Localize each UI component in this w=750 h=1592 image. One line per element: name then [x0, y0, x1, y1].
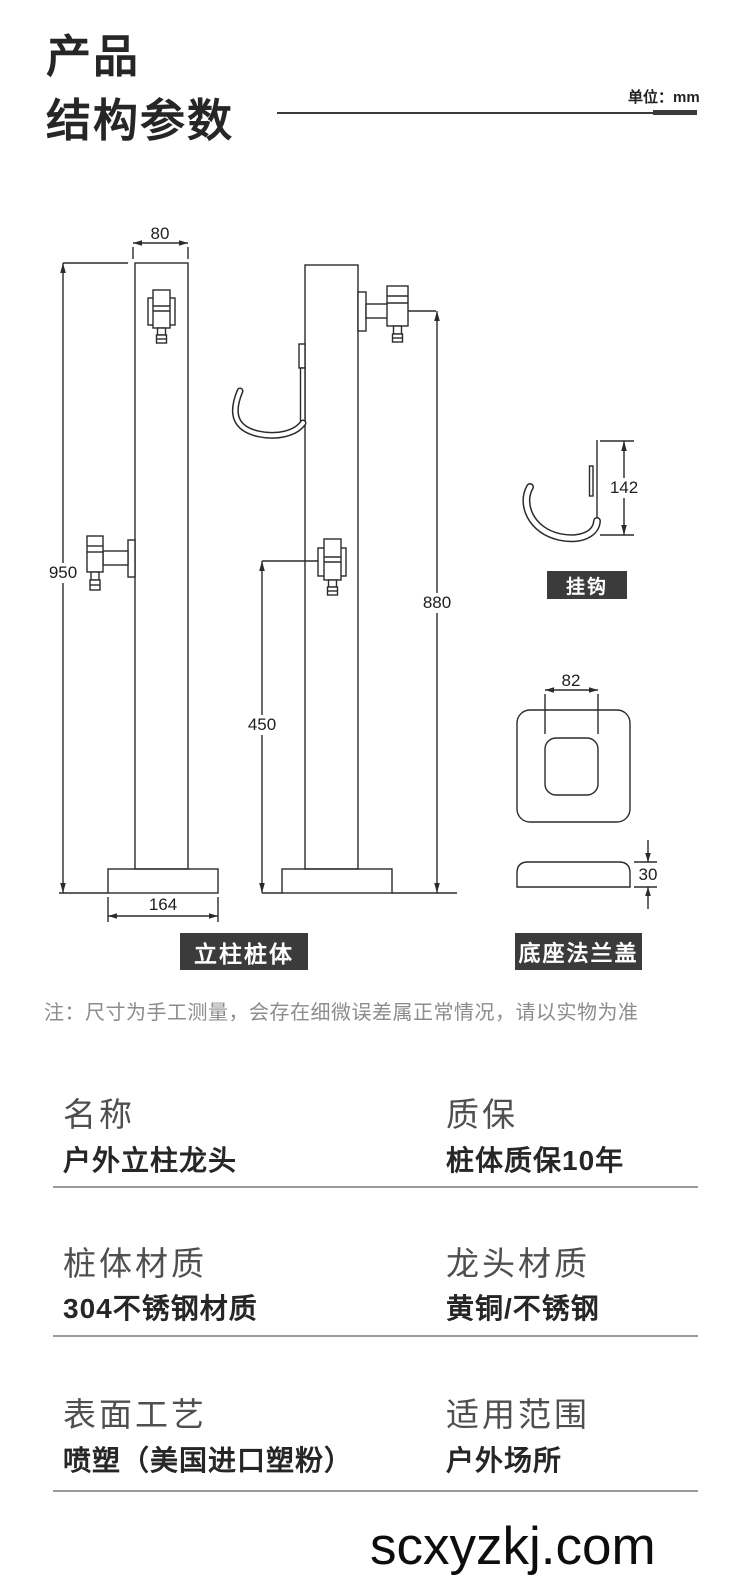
technical-drawing [59, 240, 657, 922]
dim-label-side-height: 880 [419, 593, 455, 613]
flange-detail [516, 687, 657, 909]
dim-label-column-width: 80 [150, 224, 170, 243]
hook-detail [522, 440, 634, 543]
page-title-line1: 产品 [46, 31, 141, 82]
measurement-note: 注：尺寸为手工测量，会存在细微误差属正常情况，请以实物为准 [44, 1002, 639, 1024]
spec-label-post-material: 桩体材质 [63, 1245, 207, 1282]
spec-value-post-material: 304不锈钢材质 [63, 1293, 258, 1324]
spec-value-application: 户外场所 [446, 1445, 563, 1476]
row-divider [53, 1186, 698, 1188]
page-title-line2: 结构参数 [46, 95, 235, 146]
spec-value-faucet-material: 黄铜/不锈钢 [446, 1293, 600, 1324]
dim-label-flange-thickness: 30 [638, 865, 658, 884]
faucet-top-side [357, 285, 409, 343]
spec-label-surface-finish: 表面工艺 [63, 1396, 207, 1433]
site-watermark: scxyzkj.com [370, 1517, 656, 1576]
dim-column-width [132, 240, 189, 259]
faucet-top-front [147, 289, 176, 344]
part-label-flange: 底座法兰盖 [515, 933, 642, 970]
hook-on-column [231, 343, 307, 439]
spec-value-surface-finish: 喷塑（美国进口塑粉） [63, 1445, 354, 1476]
column-front-view [59, 240, 219, 922]
dim-label-base-width: 164 [148, 895, 178, 914]
header-rule-accent [653, 110, 697, 115]
row-divider [53, 1335, 698, 1337]
column-side-view [231, 264, 457, 894]
spec-value-warranty: 桩体质保10年 [446, 1145, 625, 1176]
unit-label: 单位：mm [628, 89, 700, 106]
dim-label-column-height: 950 [45, 563, 81, 583]
dim-flange-inner-width [544, 687, 599, 734]
spec-label-name: 名称 [63, 1096, 135, 1133]
dim-label-mid-faucet-height: 450 [244, 715, 280, 735]
part-label-hook: 挂钩 [547, 571, 627, 599]
spec-label-application: 适用范围 [446, 1396, 590, 1433]
dim-label-hook-height: 142 [606, 478, 642, 498]
row-divider [53, 1490, 698, 1492]
faucet-mid-front [262, 538, 347, 596]
faucet-side-left [86, 535, 136, 591]
dim-label-flange-inner: 82 [561, 671, 581, 690]
dim-base-width [107, 897, 219, 922]
spec-label-warranty: 质保 [446, 1096, 518, 1133]
spec-label-faucet-material: 龙头材质 [446, 1245, 590, 1282]
dim-flange-thickness [634, 840, 657, 909]
header-rule [277, 112, 697, 114]
part-label-column: 立柱桩体 [180, 933, 308, 970]
spec-value-name: 户外立柱龙头 [63, 1145, 238, 1176]
